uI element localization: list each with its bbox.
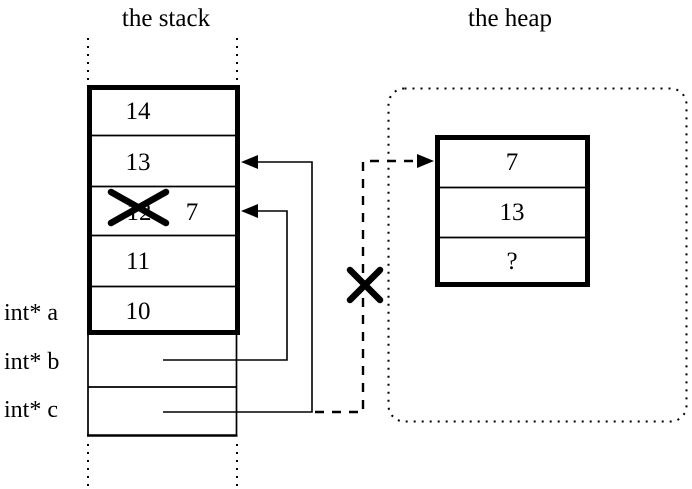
heap-block-frame — [435, 135, 590, 287]
stack-cell-value: 11 — [126, 248, 150, 275]
pointer-label-a: int* a — [4, 300, 58, 326]
heap-cell-value: 7 — [506, 149, 519, 176]
pointer-label-c: int* c — [4, 397, 58, 423]
arrowhead-right-icon — [417, 154, 434, 168]
pointer-b-arrow — [163, 204, 288, 361]
stack-cell-value: 13 — [126, 149, 151, 176]
pointer-label-b: int* b — [4, 349, 59, 375]
pointer-c-arrow — [163, 155, 313, 413]
heap-region-border — [387, 87, 688, 423]
arrowhead-left-icon — [241, 204, 258, 218]
crossout-x-icon — [107, 188, 170, 227]
arrowhead-left-icon — [241, 155, 258, 169]
stack-cell-value: 10 — [126, 298, 151, 325]
stack-title: the stack — [122, 5, 211, 32]
stack-cell-value: 14 — [126, 98, 152, 125]
heap-cell-value: 13 — [500, 199, 525, 226]
invalidated-x-icon — [346, 266, 384, 304]
stack-cell-new-value: 7 — [186, 199, 199, 226]
heap-title: the heap — [468, 5, 552, 32]
stack-frame — [87, 85, 240, 335]
heap-cell-value: ? — [506, 248, 517, 275]
invalid-pointer-dashed-arrow — [315, 154, 434, 414]
